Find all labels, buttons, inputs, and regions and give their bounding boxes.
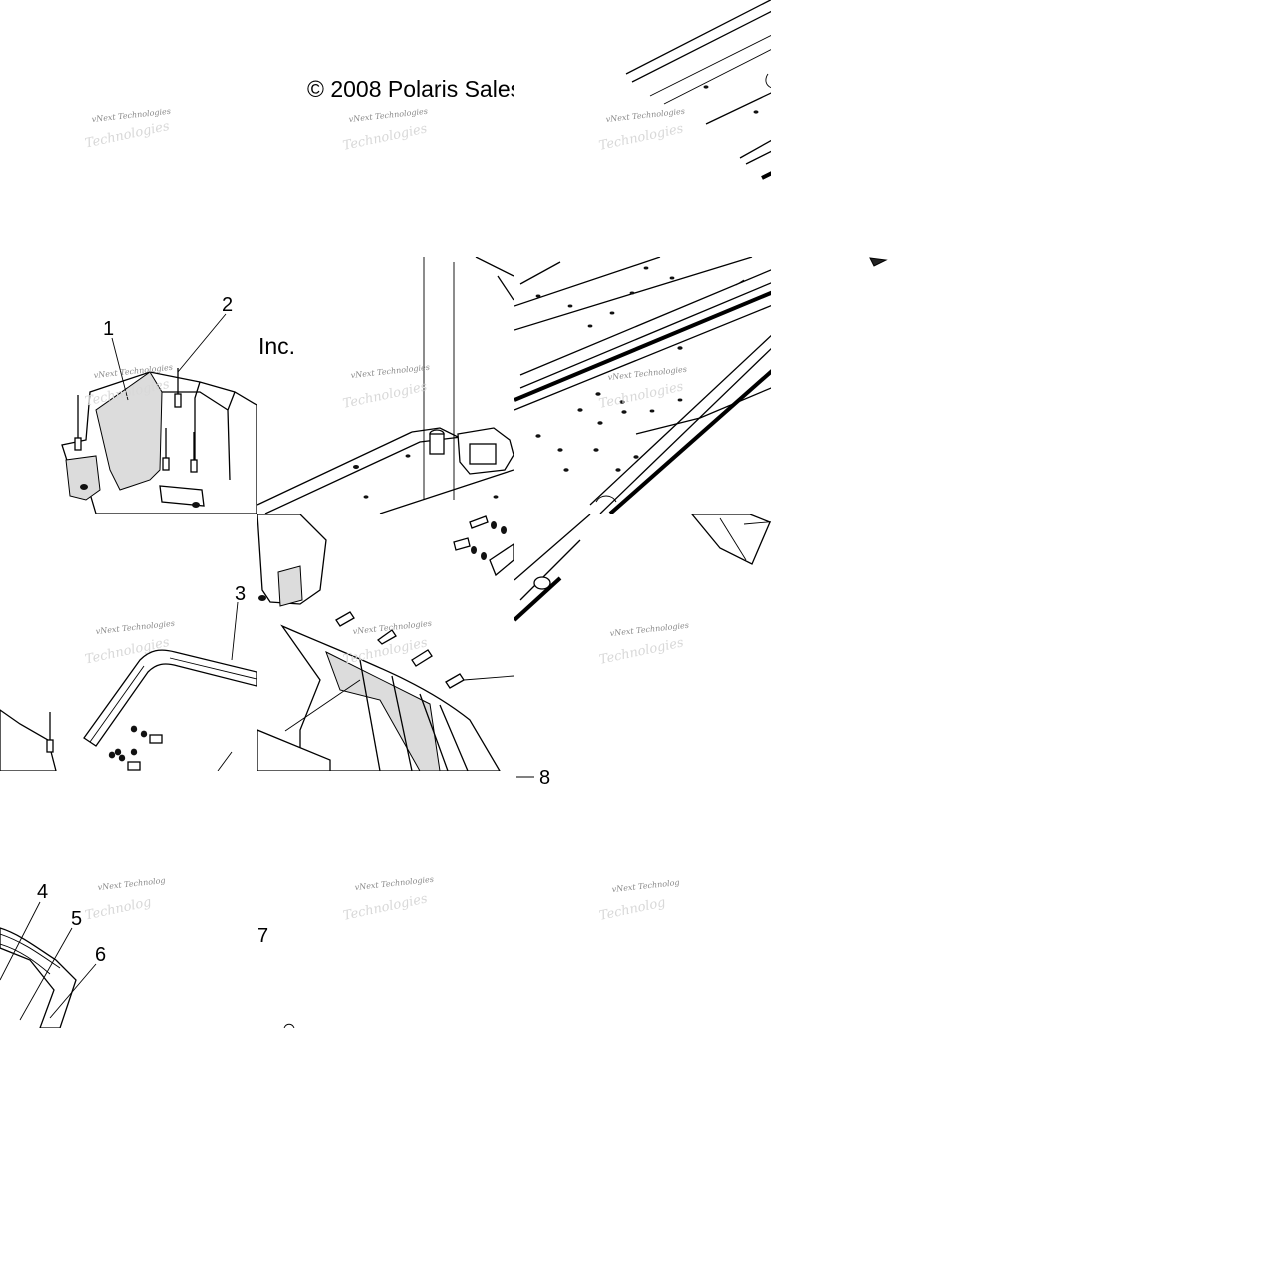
watermark: vNext Technolog — [97, 876, 166, 892]
tile-0-0: Technologies — [84, 119, 172, 152]
watermark: vNext Technologies — [354, 875, 434, 892]
tile-3-1: 7 Technologies — [257, 891, 429, 1028]
svg-text:Technologies: Technologies — [84, 119, 172, 152]
tile-3-2: Technolog — [598, 895, 667, 924]
copyright-text: © 2008 Polaris Sales — [307, 76, 522, 102]
tile-2-2: Technologies — [514, 514, 771, 668]
watermark: vNext Technologies — [348, 107, 428, 124]
tile-3-0: 4 5 6 Technolog — [0, 881, 153, 1028]
watermark: vNext Technolog — [611, 878, 680, 894]
tile-2-0: 3 Technologies — [0, 583, 257, 771]
arrow-marker — [869, 257, 888, 267]
svg-text:Technologies: Technologies — [342, 891, 430, 924]
callout-7: 7 — [257, 925, 268, 947]
callout-5: 5 — [71, 908, 82, 930]
tile-1-0: 1 2 Technologies — [61, 294, 257, 514]
callout-2: 2 — [222, 294, 233, 316]
svg-text:Technologies: Technologies — [341, 121, 429, 154]
svg-text:Technolog: Technolog — [84, 895, 153, 924]
svg-text:Technologies: Technologies — [597, 121, 685, 154]
svg-text:Technologies: Technologies — [598, 635, 686, 668]
callout-4: 4 — [37, 881, 48, 903]
tile-0-2: Technologies — [597, 0, 771, 180]
watermark: vNext Technologies — [605, 107, 685, 124]
callout-8: 8 — [539, 767, 550, 789]
svg-text:Technolog: Technolog — [598, 895, 667, 924]
svg-text:Technologies: Technologies — [341, 379, 429, 412]
copyright-inc: Inc. — [258, 333, 295, 359]
tile-1-2: Technologies — [514, 257, 771, 514]
callout-1: 1 — [103, 318, 114, 340]
watermark: vNext Technologies — [350, 363, 430, 380]
tile-1-1: Inc. Technologies — [257, 257, 514, 514]
tile-2-1: Technologies — [257, 514, 514, 771]
svg-text:Technologies: Technologies — [597, 379, 685, 412]
watermark: vNext Technologies — [95, 619, 175, 636]
callout-3: 3 — [235, 583, 246, 605]
callout-6: 6 — [95, 944, 106, 966]
